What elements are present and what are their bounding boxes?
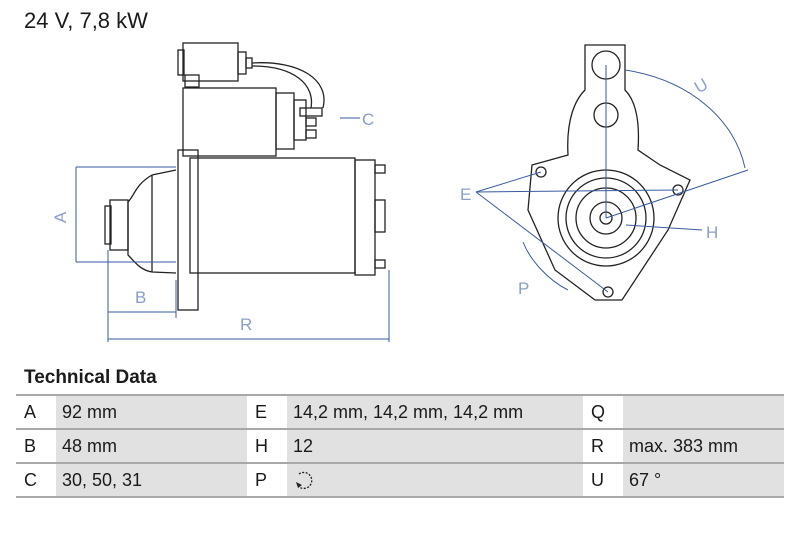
product-title: 24 V, 7,8 kW — [24, 8, 148, 33]
label-c: C — [362, 110, 374, 129]
key-b: B — [16, 428, 56, 463]
key-r: R — [583, 428, 623, 463]
key-a: A — [16, 394, 56, 429]
rotation-direction-icon — [296, 471, 313, 490]
value-p — [287, 462, 583, 498]
key-u: U — [583, 462, 623, 498]
front-dimensions — [475, 65, 749, 293]
label-h: H — [706, 223, 718, 242]
value-c: 30, 50, 31 — [56, 462, 247, 498]
label-p: P — [518, 279, 529, 298]
label-u: U — [691, 75, 711, 98]
value-q — [623, 394, 784, 429]
label-b: B — [135, 288, 146, 307]
table-row: B 48 mm H 12 R max. 383 mm — [16, 428, 784, 463]
value-b: 48 mm — [56, 428, 247, 463]
value-u: 67 ° — [623, 462, 784, 498]
key-e: E — [247, 394, 287, 429]
key-p: P — [247, 462, 287, 498]
table-row: C 30, 50, 31 P U 67 ° — [16, 462, 784, 498]
value-e: 14,2 mm, 14,2 mm, 14,2 mm — [287, 394, 583, 429]
label-e: E — [460, 185, 471, 204]
key-q: Q — [583, 394, 623, 429]
label-r: R — [240, 315, 252, 334]
technical-data-title: Technical Data — [24, 367, 157, 388]
side-view — [104, 42, 386, 311]
starter-motor-drawing: A B R C E H P U — [51, 42, 749, 342]
side-dimensions — [75, 117, 390, 342]
key-c: C — [16, 462, 56, 498]
front-view — [527, 44, 691, 301]
table-row: A 92 mm E 14,2 mm, 14,2 mm, 14,2 mm Q — [16, 394, 784, 429]
key-h: H — [247, 428, 287, 463]
technical-data-table: A 92 mm E 14,2 mm, 14,2 mm, 14,2 mm Q B … — [16, 394, 784, 498]
value-r: max. 383 mm — [623, 428, 784, 463]
value-h: 12 — [287, 428, 583, 463]
value-a: 92 mm — [56, 394, 247, 429]
label-a: A — [51, 211, 70, 223]
